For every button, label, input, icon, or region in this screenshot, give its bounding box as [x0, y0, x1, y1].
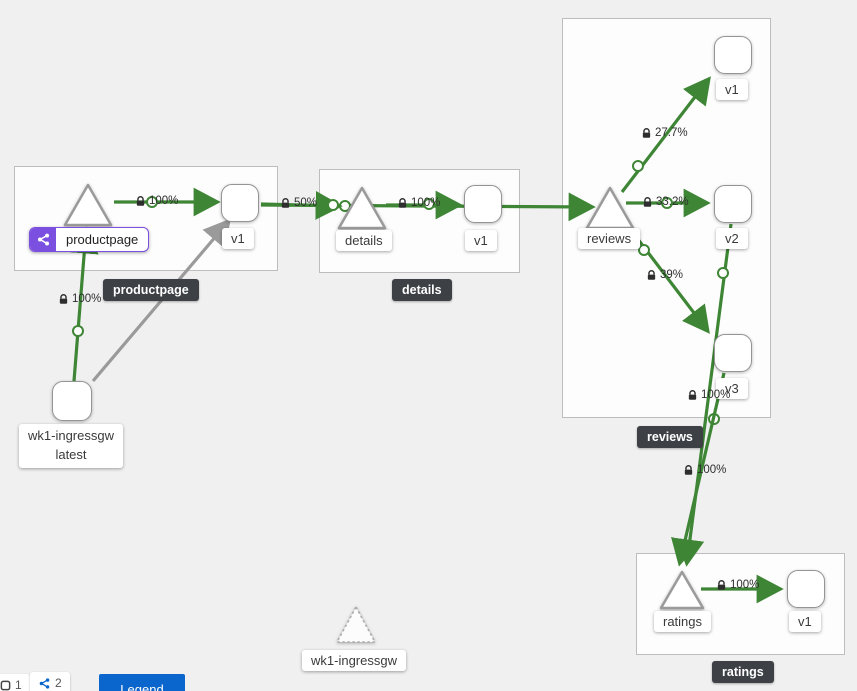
edge-reviews-to-v1[interactable] — [620, 76, 711, 193]
legend-button[interactable]: Legend — [99, 674, 185, 691]
lock-icon — [717, 579, 726, 590]
edge-label-productpage-details[interactable]: 50% — [280, 197, 317, 209]
edge-label-reviews-v3[interactable]: 39% — [646, 269, 683, 281]
group-badge-details[interactable]: details — [392, 279, 452, 301]
edge-label-v2-ratings[interactable]: 100% — [683, 464, 726, 476]
app-badge-icon — [30, 228, 56, 251]
lock-icon — [647, 269, 656, 280]
node-service-productpage[interactable] — [60, 180, 116, 235]
node-label-details[interactable]: details — [336, 230, 392, 251]
node-workload-reviews-v1[interactable] — [714, 36, 752, 74]
lock-icon — [642, 127, 651, 138]
edge-label-ratings-v1[interactable]: 100% — [716, 579, 759, 591]
edge-productpage-v1-to-details[interactable] — [260, 191, 343, 220]
node-label-reviews-v1[interactable]: v1 — [716, 79, 748, 100]
node-workload-productpage-v1[interactable] — [221, 184, 259, 222]
node-workload-ratings-v1[interactable] — [787, 570, 825, 608]
edge-label-v3-ratings[interactable]: 100% — [687, 389, 730, 401]
node-label-ingressgw[interactable]: wk1-ingressgw latest — [19, 424, 123, 468]
node-label-text: productpage — [66, 232, 139, 247]
node-label-reviews[interactable]: reviews — [578, 228, 641, 249]
node-label-productpage-v1[interactable]: v1 — [222, 228, 254, 249]
node-label-details-v1[interactable]: v1 — [465, 230, 497, 251]
node-service-ratings[interactable] — [656, 567, 708, 618]
node-label-ratings[interactable]: ratings — [654, 611, 712, 632]
edge-details-to-v1[interactable] — [386, 190, 463, 220]
versions-count-icon — [39, 677, 50, 689]
node-workload-reviews-v3[interactable] — [714, 334, 752, 372]
ingressgw-name: wk1-ingressgw — [28, 428, 114, 443]
group-badge-productpage[interactable]: productpage — [103, 279, 199, 301]
edge-productpage-to-v1[interactable] — [114, 187, 221, 217]
lock-icon — [688, 389, 697, 400]
edge-label-productpage-v1[interactable]: 100% — [135, 195, 178, 207]
lock-icon — [398, 197, 407, 208]
edge-label-ingress-productpage[interactable]: 100% — [58, 293, 101, 305]
group-badge-reviews[interactable]: reviews — [637, 426, 703, 448]
lock-icon — [136, 195, 145, 206]
count-chip-apps: 1 — [0, 674, 30, 691]
edge-label-reviews-v2[interactable]: 33.2% — [642, 196, 689, 208]
node-label-idle-ingressgw[interactable]: wk1-ingressgw — [302, 650, 406, 671]
node-label-productpage[interactable]: productpage — [29, 227, 150, 252]
lock-icon — [684, 464, 693, 475]
edge-reviews-v3-to-ratings[interactable] — [671, 372, 726, 567]
node-service-idle-ingressgw[interactable] — [333, 603, 379, 652]
lock-icon — [59, 293, 68, 304]
edge-label-reviews-v1[interactable]: 27.7% — [641, 127, 688, 139]
lock-icon — [643, 196, 652, 207]
edge-reviews-to-v2[interactable] — [626, 188, 711, 218]
node-label-reviews-v3[interactable]: v3 — [716, 378, 748, 399]
node-label-reviews-v2[interactable]: v2 — [716, 228, 748, 249]
node-workload-ingressgw[interactable] — [52, 381, 92, 421]
edge-ingress-to-productpage-v1[interactable] — [91, 218, 232, 383]
app-count-icon — [0, 680, 11, 690]
edge-label-details-v1[interactable]: 100% — [397, 197, 440, 209]
count-chip-versions: 2 — [30, 672, 70, 691]
lock-icon — [281, 197, 290, 208]
node-service-details[interactable] — [334, 183, 390, 238]
node-workload-reviews-v2[interactable] — [714, 185, 752, 223]
node-workload-details-v1[interactable] — [464, 185, 502, 223]
node-label-ratings-v1[interactable]: v1 — [789, 611, 821, 632]
ingressgw-version: latest — [55, 446, 87, 462]
edge-ingress-to-productpage[interactable] — [69, 226, 99, 382]
group-badge-ratings[interactable]: ratings — [712, 661, 774, 683]
